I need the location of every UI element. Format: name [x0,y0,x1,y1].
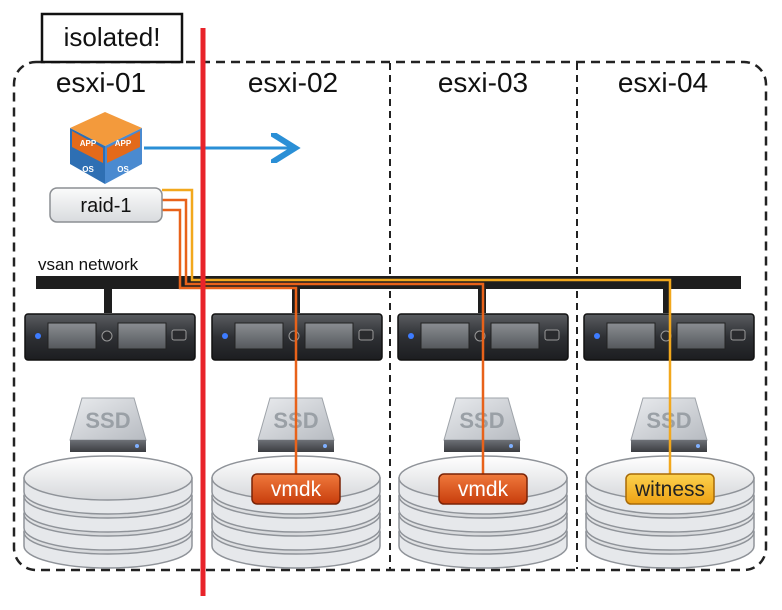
vmdk-path-esxi-02 [162,208,298,488]
vmdk-path-esxi-03 [162,198,485,488]
isolated-badge: isolated! [40,12,184,64]
raid-1-box: raid-1 [49,187,163,223]
disk-stack-esxi-01 [23,455,193,569]
vm-icon: APP APP OS OS [70,112,142,184]
ssd-label: SSD [85,408,130,433]
vmdk-tag-label: vmdk [271,478,322,501]
ssd-icon: SSD [69,397,147,452]
host-label-esxi-01: esxi-01 [56,67,146,98]
witness-tag-esxi-04: witness [625,473,715,505]
vm-os-label: OS [82,165,94,174]
network-link [663,289,671,313]
data-paths [162,188,672,488]
vm-os-label: OS [117,165,129,174]
network-link [104,289,112,313]
isolated-badge-label: isolated! [64,22,161,52]
host-label-esxi-04: esxi-04 [618,67,708,98]
cluster-boundary [12,60,768,572]
network-label: vsan network [38,255,139,274]
vsan-network-bar [36,276,741,289]
vm-app-label: APP [115,139,132,148]
host-label-esxi-02: esxi-02 [248,67,338,98]
host-label-esxi-03: esxi-03 [438,67,528,98]
disk-platter-top [23,455,193,501]
raid-label: raid-1 [80,195,131,217]
witness-tag-label: witness [634,478,705,501]
server-esxi-01 [24,313,196,361]
vmdk-tag-label: vmdk [458,478,509,501]
witness-path [162,188,672,488]
vmdk-tag-esxi-02: vmdk [251,473,341,505]
vm-app-label: APP [80,139,97,148]
vmdk-tag-esxi-03: vmdk [438,473,528,505]
